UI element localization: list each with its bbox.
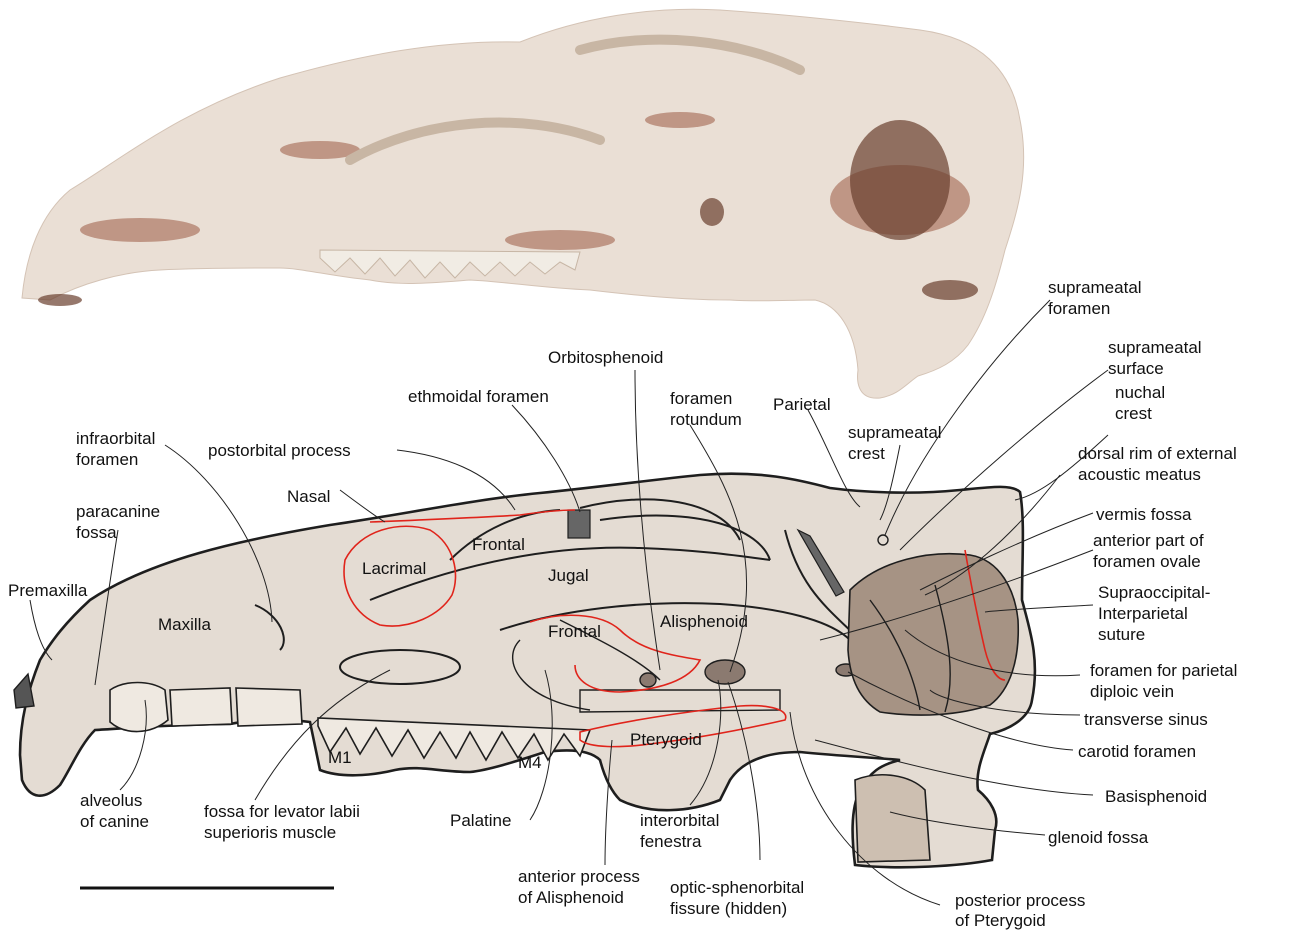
label-transverse-sinus: transverse sinus: [1084, 710, 1208, 729]
label-premaxilla: Premaxilla: [8, 581, 88, 600]
label-supraoccipital-1: Supraoccipital-: [1098, 583, 1210, 602]
label-suprameatal-crest-1: suprameatal: [848, 423, 942, 442]
label-anterior-process-2: of Alisphenoid: [518, 888, 624, 907]
label-infraorbital-foramen-1: infraorbital: [76, 429, 155, 448]
label-ethmoidal-foramen: ethmoidal foramen: [408, 387, 549, 406]
label-dorsal-rim-2: acoustic meatus: [1078, 465, 1201, 484]
label-foramen-rotundum-1: foramen: [670, 389, 732, 408]
label-alisphenoid: Alisphenoid: [660, 612, 748, 631]
label-alveolus-canine-2: of canine: [80, 812, 149, 831]
label-nasal: Nasal: [287, 487, 330, 506]
label-paracanine-fossa-2: fossa: [76, 523, 117, 542]
label-frontal-lower: Frontal: [548, 622, 601, 641]
label-dorsal-rim-1: dorsal rim of external: [1078, 444, 1237, 463]
label-supraoccipital-2: Interparietal: [1098, 604, 1188, 623]
optic-hole: [640, 673, 656, 687]
label-parietal-diploic-2: diploic vein: [1090, 682, 1174, 701]
label-basisphenoid: Basisphenoid: [1105, 787, 1207, 806]
label-vermis-fossa: vermis fossa: [1096, 505, 1192, 524]
label-interorbital-fenestra-1: interorbital: [640, 811, 719, 830]
label-fossa-levator-2: superioris muscle: [204, 823, 336, 842]
label-alveolus-canine-1: alveolus: [80, 791, 142, 810]
label-posterior-process-1: posterior process: [955, 891, 1085, 910]
label-foramen-rotundum-2: rotundum: [670, 410, 742, 429]
label-suprameatal-surface-1: suprameatal: [1108, 338, 1202, 357]
label-posterior-process-2: of Pterygoid: [955, 911, 1046, 930]
skull-diagram: Lacrimal Frontal Jugal Maxilla Frontal A…: [14, 474, 1035, 868]
label-foramen-ovale-2: foramen ovale: [1093, 552, 1201, 571]
label-palatine: Palatine: [450, 811, 511, 830]
label-nuchal-crest-2: crest: [1115, 404, 1152, 423]
label-suprameatal-surface-2: surface: [1108, 359, 1164, 378]
ethmoidal-hatch: [568, 510, 590, 538]
label-nuchal-crest-1: nuchal: [1115, 383, 1165, 402]
label-pterygoid: Pterygoid: [630, 730, 702, 749]
label-frontal-upper: Frontal: [472, 535, 525, 554]
label-paracanine-fossa-1: paracanine: [76, 502, 160, 521]
label-orbitosphenoid: Orbitosphenoid: [548, 348, 663, 367]
label-interorbital-fenestra-2: fenestra: [640, 832, 702, 851]
label-parietal: Parietal: [773, 395, 831, 414]
premaxilla-tip: [14, 674, 34, 708]
label-suprameatal-foramen-1: suprameatal: [1048, 278, 1142, 297]
foramen-rotundum-hole: [705, 660, 745, 684]
label-fossa-levator-1: fossa for levator labii: [204, 802, 360, 821]
skull-photograph: [22, 9, 1024, 398]
label-anterior-process-1: anterior process: [518, 867, 640, 886]
label-jugal: Jugal: [548, 566, 589, 585]
label-parietal-diploic-1: foramen for parietal: [1090, 661, 1237, 680]
label-foramen-ovale-1: anterior part of: [1093, 531, 1204, 550]
label-suprameatal-foramen-2: foramen: [1048, 299, 1110, 318]
occipital-region: [848, 554, 1018, 715]
label-glenoid-fossa: glenoid fossa: [1048, 828, 1149, 847]
label-postorbital-process: postorbital process: [208, 441, 351, 460]
label-infraorbital-foramen-2: foramen: [76, 450, 138, 469]
label-m4: M4: [518, 753, 542, 772]
label-optic-sphenorbital-1: optic-sphenorbital: [670, 878, 804, 897]
label-m1: M1: [328, 748, 352, 767]
label-maxilla: Maxilla: [158, 615, 211, 634]
label-suprameatal-crest-2: crest: [848, 444, 885, 463]
label-optic-sphenorbital-2: fissure (hidden): [670, 899, 787, 918]
label-lacrimal: Lacrimal: [362, 559, 426, 578]
label-supraoccipital-3: suture: [1098, 625, 1145, 644]
label-carotid-foramen: carotid foramen: [1078, 742, 1196, 761]
